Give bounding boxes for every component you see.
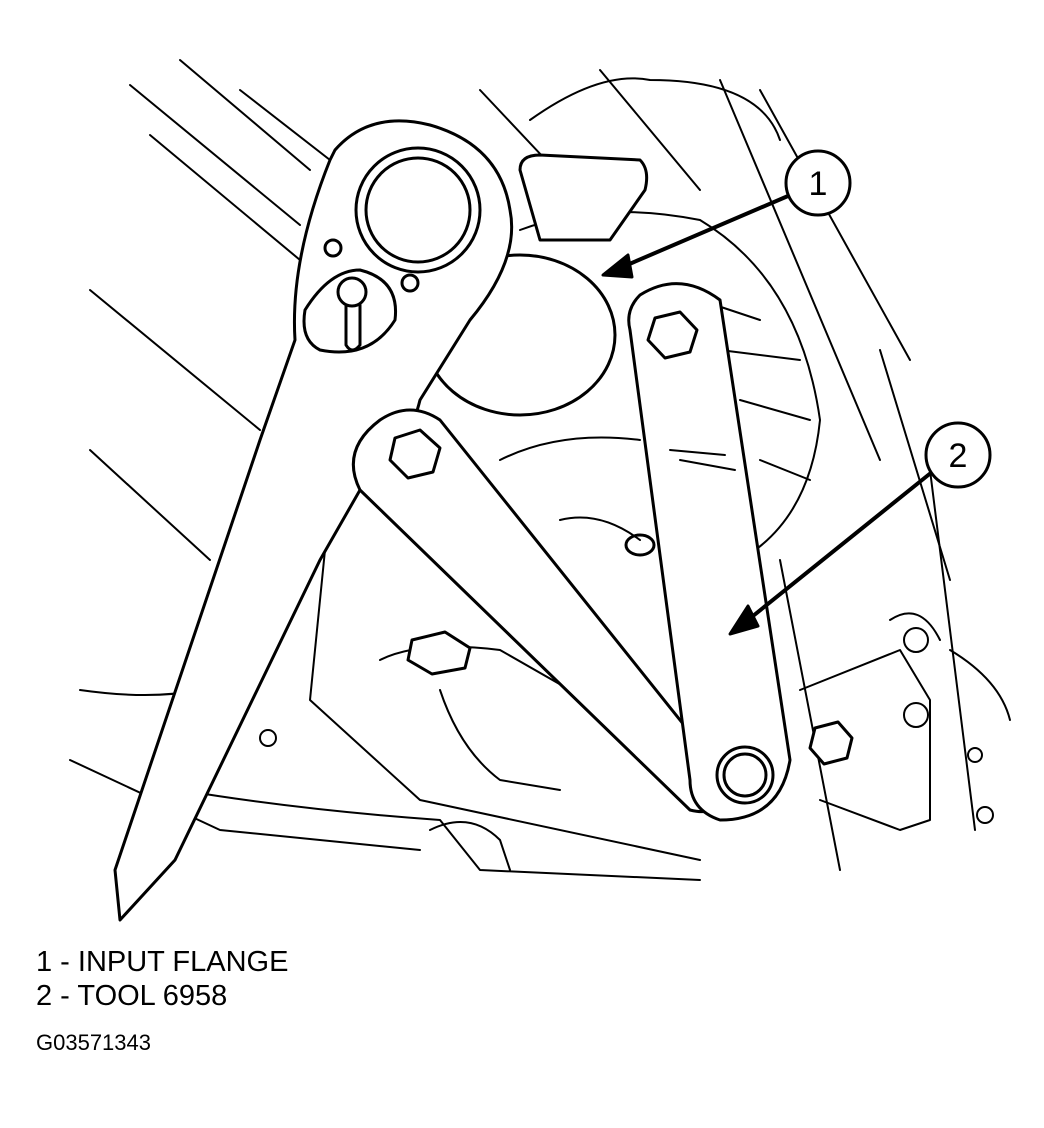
- callout-1: 1: [601, 149, 852, 279]
- callout-2: 2: [728, 421, 992, 636]
- legend-item-tool-6958: 2 - TOOL 6958: [36, 980, 228, 1012]
- legend-item-input-flange: 1 - INPUT FLANGE: [36, 946, 289, 978]
- callout-number-2: 2: [949, 437, 968, 475]
- wrench: [113, 119, 514, 922]
- tool-6958: [351, 282, 854, 822]
- callout-number-1: 1: [809, 165, 828, 203]
- figure-id: G03571343: [36, 1030, 151, 1055]
- illustration: 1 2: [69, 59, 1011, 922]
- background-lines: [69, 59, 1011, 881]
